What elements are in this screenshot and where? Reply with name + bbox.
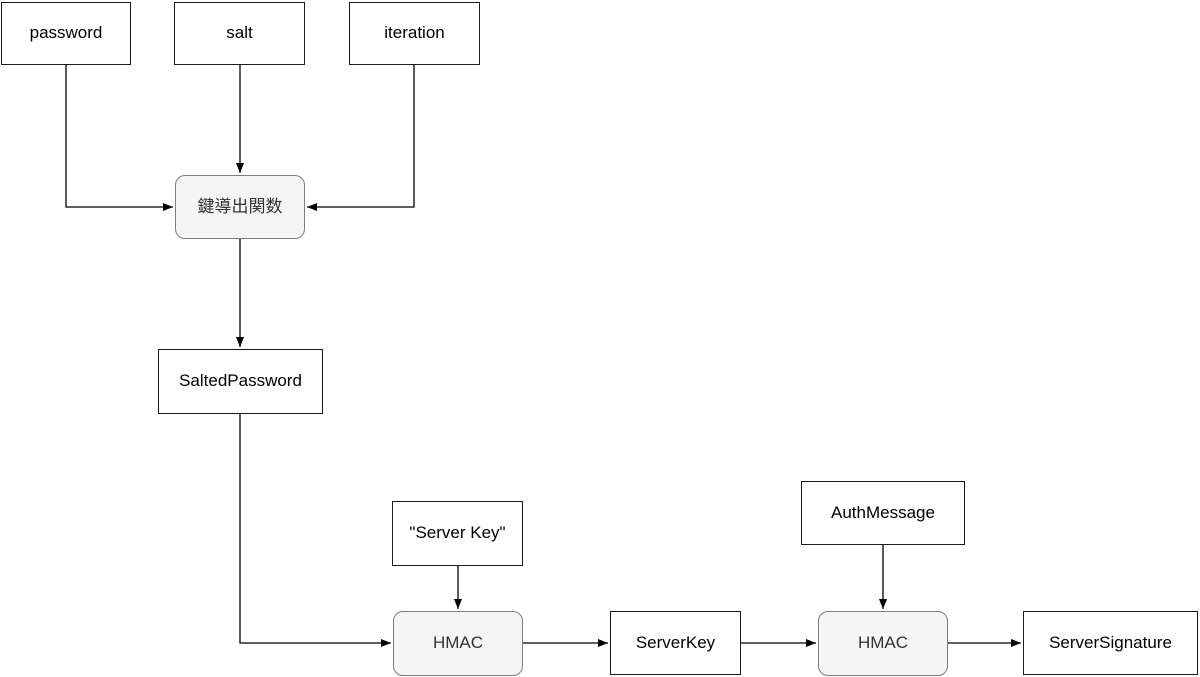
node-hmac-1[interactable]: HMAC bbox=[393, 611, 523, 676]
node-salted-password-label: SaltedPassword bbox=[179, 371, 302, 391]
node-hmac-2[interactable]: HMAC bbox=[818, 611, 948, 676]
node-password[interactable]: password bbox=[1, 2, 131, 65]
node-hmac-2-label: HMAC bbox=[857, 633, 909, 653]
node-hmac-1-label: HMAC bbox=[432, 633, 484, 653]
edge-iteration-to-kdf bbox=[307, 65, 415, 211]
node-server-key-literal[interactable]: "Server Key" bbox=[392, 501, 523, 566]
node-auth-message-label: AuthMessage bbox=[831, 502, 935, 522]
node-server-signature[interactable]: ServerSignature bbox=[1023, 611, 1198, 675]
node-server-key-literal-label: "Server Key" bbox=[409, 523, 506, 543]
node-server-key[interactable]: ServerKey bbox=[610, 611, 741, 675]
node-key-derivation-function[interactable]: 鍵導出関数 bbox=[175, 175, 305, 239]
node-server-key-label: ServerKey bbox=[635, 632, 716, 652]
edge-password-to-kdf bbox=[65, 65, 173, 211]
node-iteration-label: iteration bbox=[384, 23, 445, 43]
node-auth-message[interactable]: AuthMessage bbox=[801, 481, 965, 545]
node-password-label: password bbox=[29, 23, 103, 43]
node-salt-label: salt bbox=[226, 23, 253, 43]
node-key-derivation-function-label: 鍵導出関数 bbox=[197, 196, 283, 216]
node-salt[interactable]: salt bbox=[174, 2, 305, 65]
node-iteration[interactable]: iteration bbox=[349, 2, 480, 65]
node-salted-password[interactable]: SaltedPassword bbox=[158, 349, 323, 414]
node-server-signature-label: ServerSignature bbox=[1049, 632, 1172, 652]
edge-saltedpassword-to-hmac1 bbox=[239, 414, 391, 647]
